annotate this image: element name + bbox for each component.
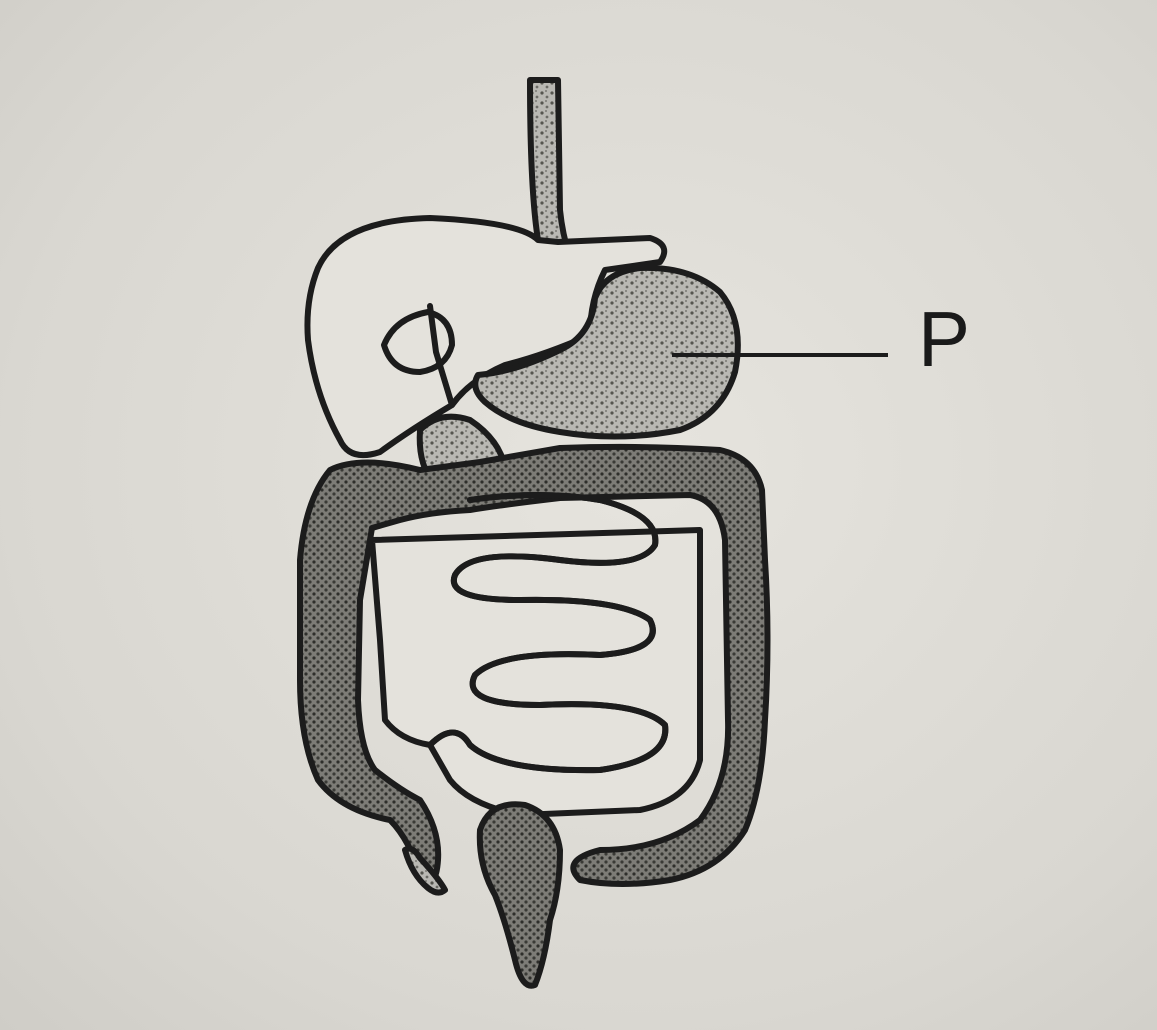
label-p: P — [918, 295, 971, 383]
stomach — [472, 264, 741, 440]
liver — [304, 215, 668, 458]
large-intestine — [297, 443, 771, 887]
rectum — [476, 801, 563, 989]
appendix — [402, 845, 448, 896]
gall-bladder — [381, 303, 455, 408]
small-intestine — [369, 492, 703, 818]
